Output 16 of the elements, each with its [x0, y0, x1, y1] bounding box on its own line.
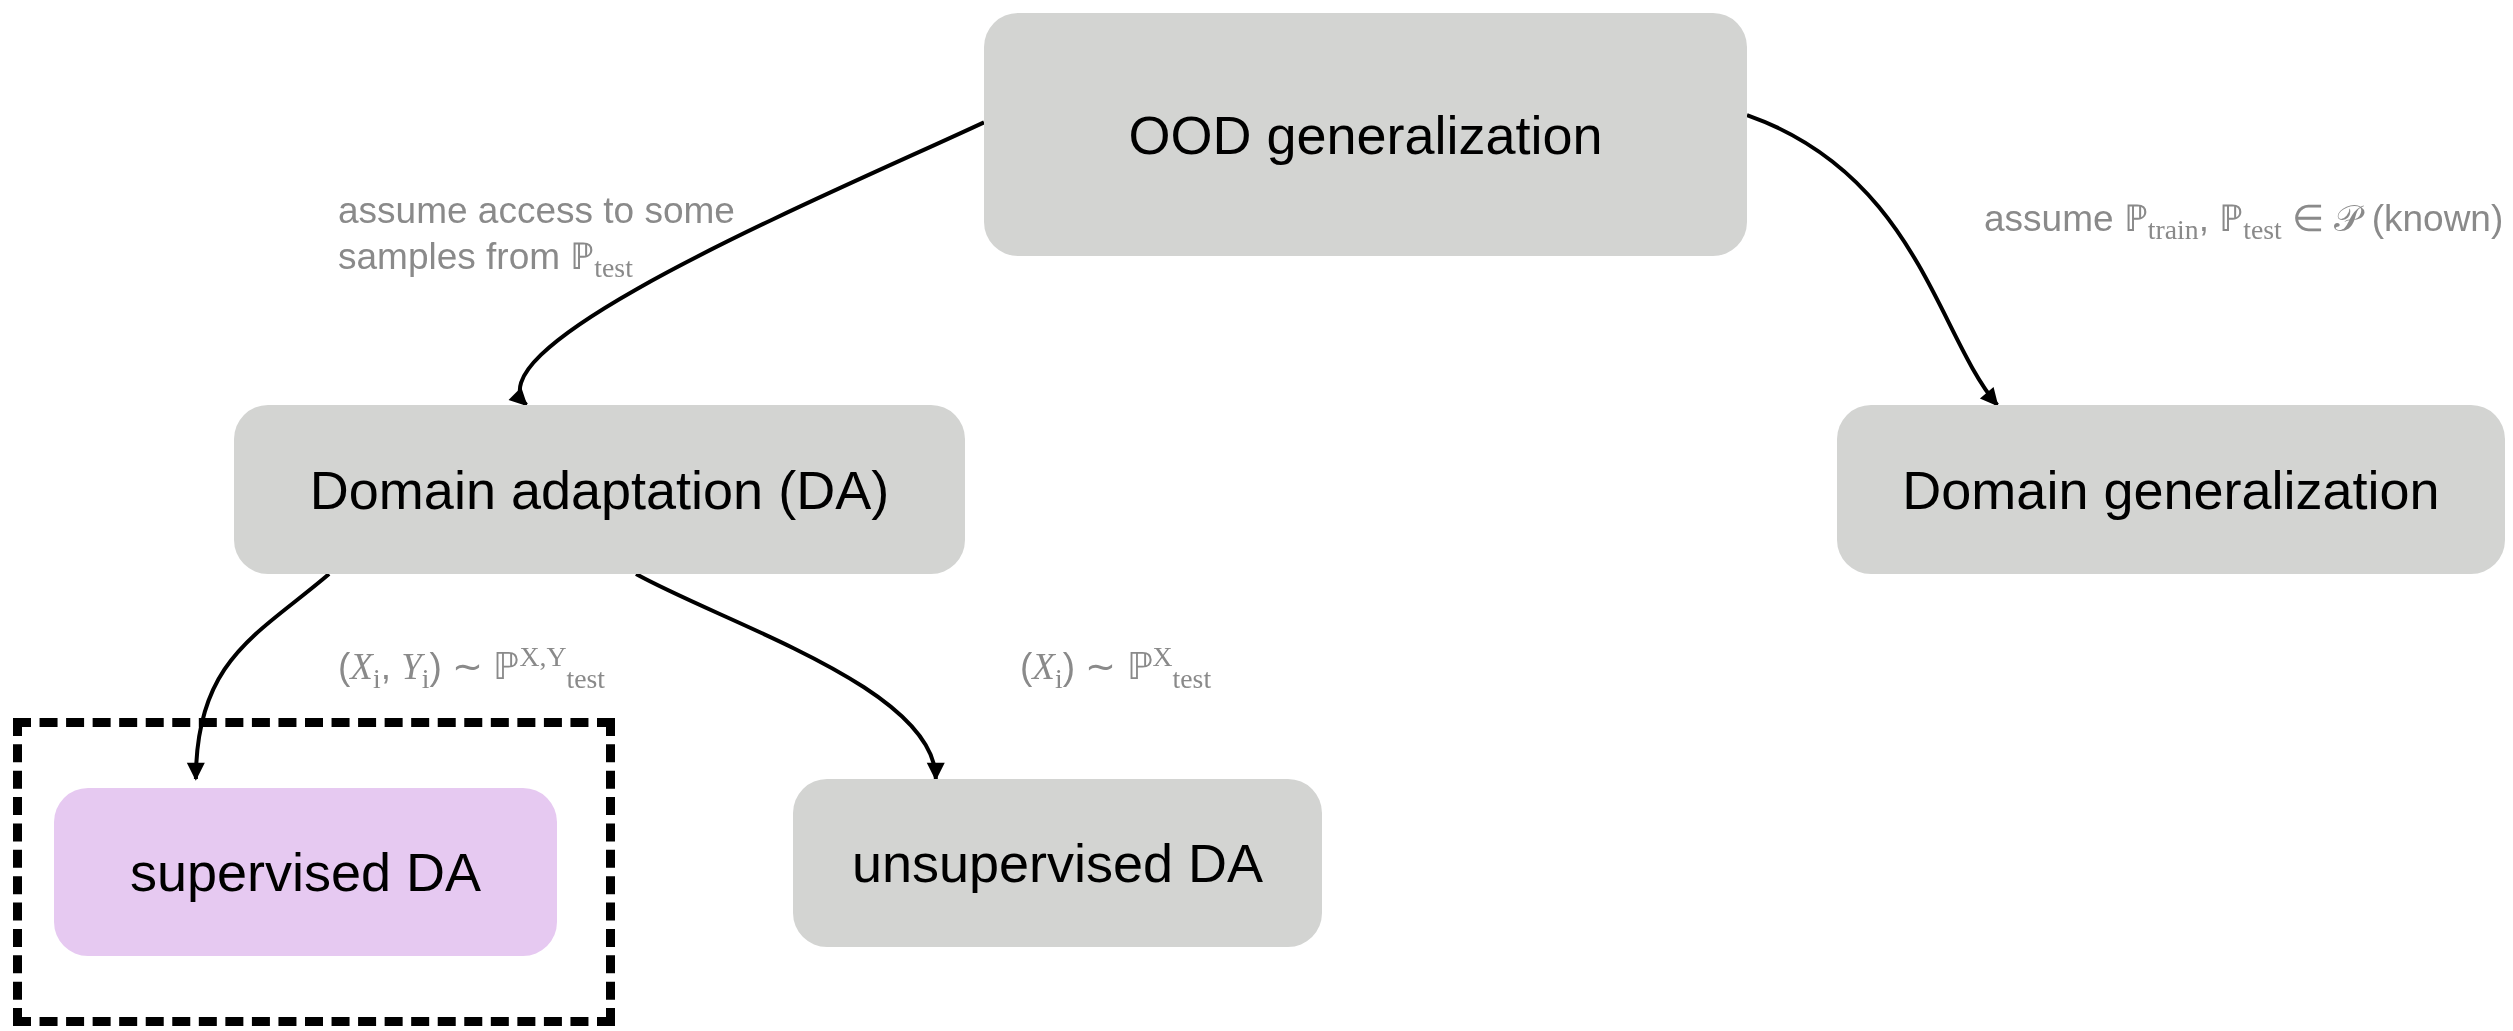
node-label: OOD generalization: [1128, 103, 1603, 166]
arrow: [187, 572, 331, 781]
rounded-box: [234, 405, 965, 574]
node-label: supervised DA: [129, 841, 482, 903]
edge-label: assume ℙ$_{train}$, ℙ$_{test}$ ∈ 𝒫 (known): [1984, 197, 2504, 248]
node-label: Domain generalization: [1902, 458, 2440, 521]
rounded-box: [54, 788, 557, 956]
arrow: [635, 572, 942, 781]
rounded-box: [1837, 405, 2505, 574]
rounded-box: [984, 13, 1747, 256]
node-label: Domain adaptation (DA): [309, 458, 890, 521]
arrow: [1746, 113, 1999, 407]
edge-label: assume access to some samples from ℙ$_{test}$: [338, 189, 736, 286]
node-label: unsupervised DA: [851, 832, 1264, 894]
rounded-box: [793, 779, 1322, 947]
dashed-highlight-frame: [13, 718, 615, 1026]
